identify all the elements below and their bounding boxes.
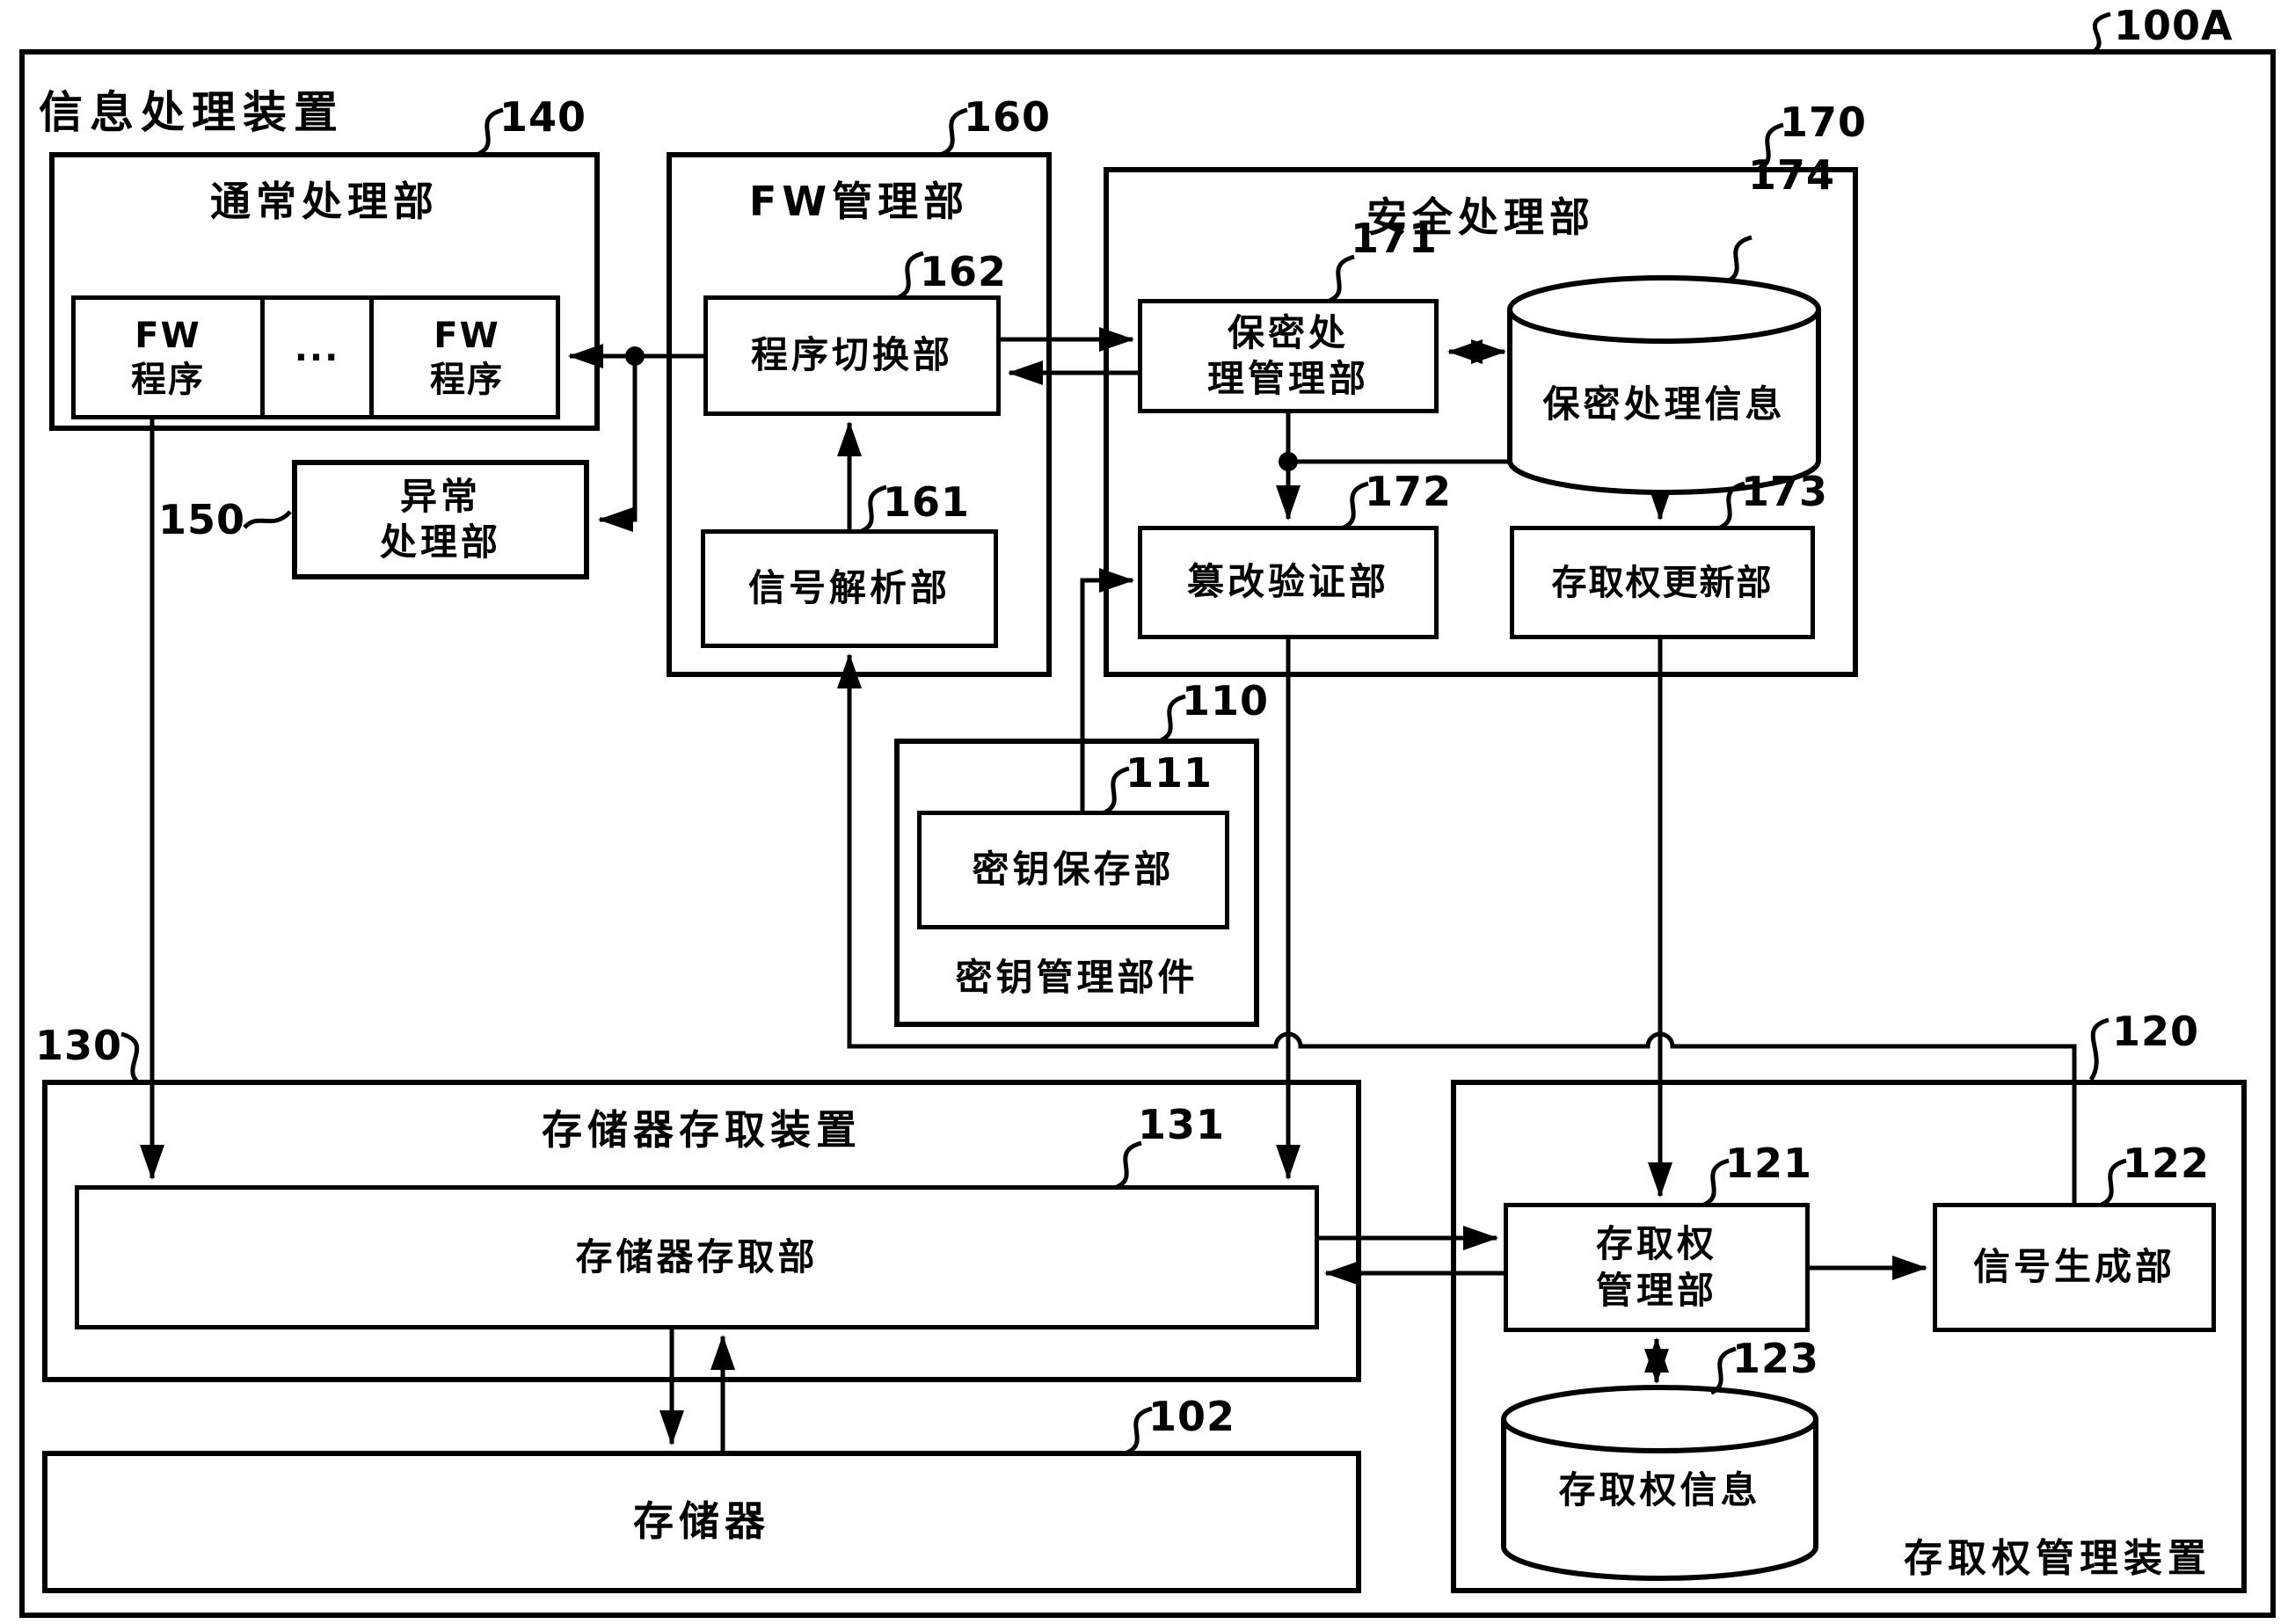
ref-140: 140 (499, 93, 587, 141)
ref-120: 120 (2112, 1008, 2199, 1055)
ref-173: 173 (1741, 468, 1828, 515)
ref-170: 170 (1780, 98, 1867, 146)
ref-131: 131 (1138, 1101, 1225, 1148)
access-right-info-label: 存取权信息 (1504, 1460, 1816, 1521)
ref-123: 123 (1732, 1335, 1819, 1382)
fw-management-title: FW管理部 (667, 176, 1052, 229)
program-switching-label: 程序切换部 (703, 295, 1001, 416)
ref-110: 110 (1182, 677, 1269, 725)
ref-162: 162 (920, 248, 1007, 295)
security-processing-title: 安全处理部 (1104, 192, 1858, 244)
ref-150: 150 (158, 496, 245, 543)
device-title: 信息处理装置 (39, 77, 345, 141)
normal-processing-title: 通常处理部 (49, 176, 600, 229)
memory-label: 存储器 (42, 1451, 1361, 1593)
ref-161: 161 (883, 478, 970, 526)
ref-121: 121 (1725, 1140, 1812, 1187)
fw-program-ellipsis: ··· (265, 300, 369, 415)
ref-171: 171 (1351, 215, 1438, 262)
memory-access-label: 存储器存取部 (75, 1185, 1319, 1329)
ref-122: 122 (2123, 1140, 2210, 1187)
ref-111: 111 (1126, 749, 1213, 797)
signal-generation-label: 信号生成部 (1933, 1203, 2216, 1332)
ref-160: 160 (964, 93, 1051, 141)
key-storage-label: 密钥保存部 (917, 811, 1229, 929)
ref-102: 102 (1148, 1393, 1235, 1440)
ref-130: 130 (35, 1022, 122, 1069)
access-right-mgmt-device-label: 存取权管理装置 (1873, 1532, 2242, 1584)
confidential-mgmt-label: 保密处 理管理部 (1138, 299, 1439, 413)
ref-172: 172 (1365, 468, 1452, 515)
access-right-update-label: 存取权更新部 (1510, 526, 1815, 639)
key-management-label: 密钥管理部件 (894, 951, 1259, 1004)
signal-analysis-label: 信号解析部 (701, 529, 998, 648)
fw-program-1: FW 程序 (76, 300, 260, 415)
access-right-mgmt-label: 存取权 管理部 (1504, 1203, 1810, 1332)
exception-processing-label: 异常 处理部 (292, 460, 589, 579)
ref-100A: 100A (2114, 2, 2233, 49)
confidential-info-label: 保密处理信息 (1510, 369, 1818, 440)
tamper-verification-label: 篡改验证部 (1138, 526, 1439, 639)
fw-program-2: FW 程序 (374, 300, 560, 415)
ref-174: 174 (1748, 151, 1835, 199)
